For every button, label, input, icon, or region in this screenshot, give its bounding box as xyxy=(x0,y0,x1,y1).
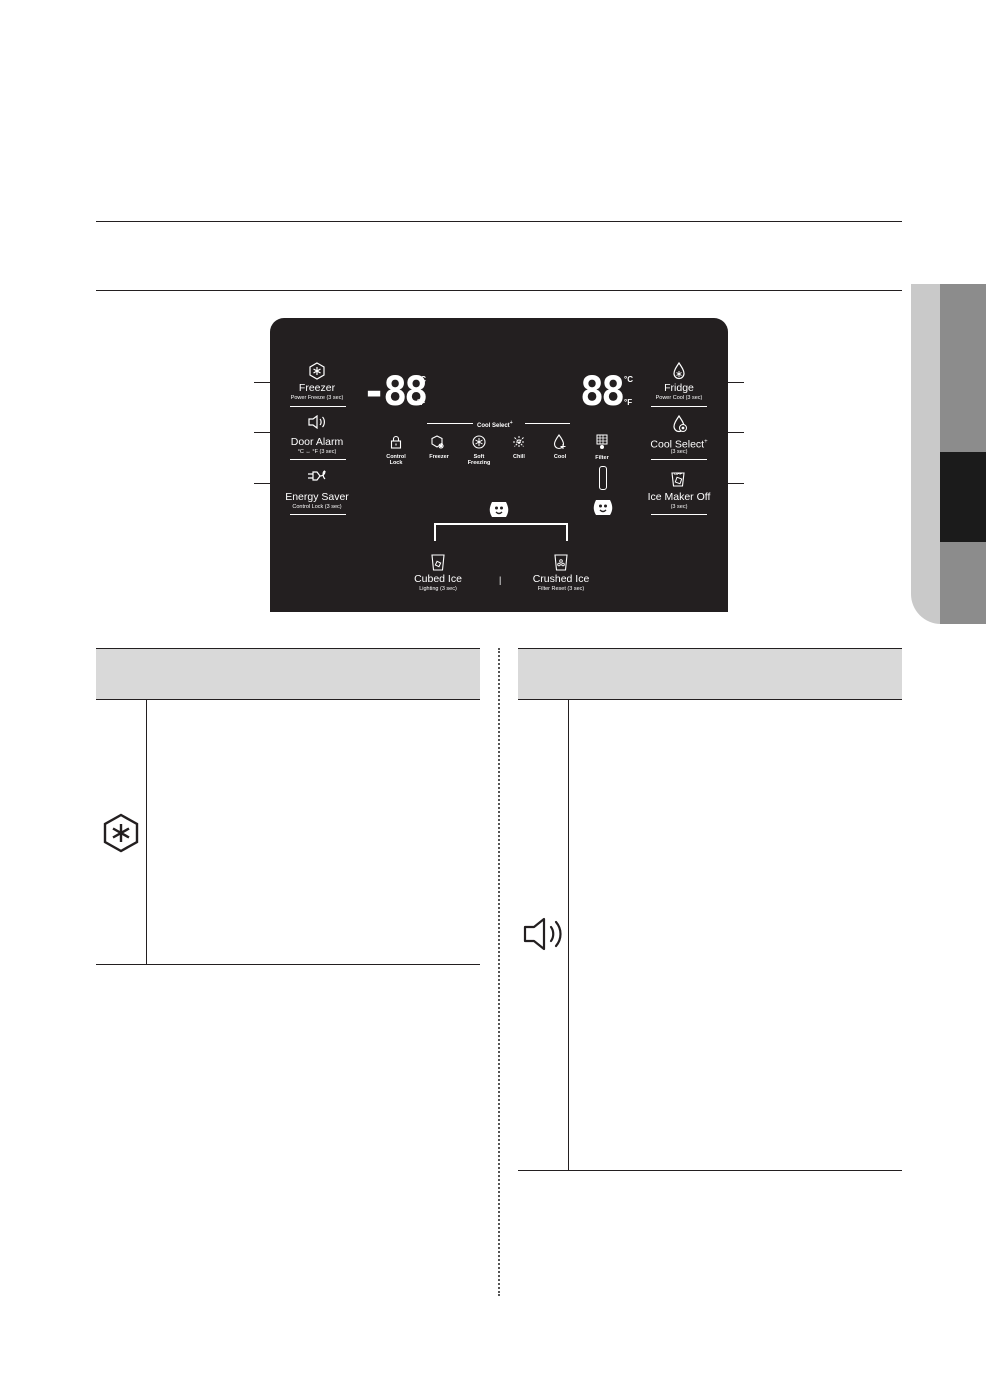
top-rule xyxy=(96,221,902,222)
freezer-label: Freezer xyxy=(298,382,336,394)
column-divider xyxy=(498,648,500,1296)
cool-select-label-plus: + xyxy=(704,439,708,445)
freezer-sublabel: Power Freeze (3 sec) xyxy=(290,395,344,401)
left-table-header xyxy=(96,648,480,700)
lock-icon xyxy=(390,435,402,449)
dispenser-bracket xyxy=(434,523,568,541)
left-table-bottom xyxy=(96,964,480,965)
ice-maker-off-icon xyxy=(671,472,685,487)
energy-saver-label: Energy Saver xyxy=(285,491,349,503)
door-alarm-underline xyxy=(290,459,346,460)
side-tab-2-active[interactable] xyxy=(940,452,986,542)
freezer-mode-icon xyxy=(431,435,444,449)
speaker-icon xyxy=(308,415,325,429)
control-panel: Freezer Power Freeze (3 sec) Door Alarm … xyxy=(270,318,728,612)
filter-status-bar xyxy=(599,466,607,490)
filter-icon xyxy=(596,434,608,449)
door-alarm-label: Door Alarm xyxy=(290,436,344,448)
droplet-icon xyxy=(673,362,685,380)
fridge-temp-display: 88 xyxy=(580,369,625,415)
cool-select-label: Cool Select+ xyxy=(634,437,724,451)
freezer-temp-display: -88 xyxy=(362,369,428,415)
energy-saver-underline xyxy=(290,514,346,515)
freezer-unit-c: °C xyxy=(417,375,426,384)
door-alarm-sublabel: °C ↔ °F (3 sec) xyxy=(297,449,337,455)
indicator-control-lock-label-2: Lock xyxy=(389,460,403,466)
cool-select-rule-right xyxy=(525,423,570,424)
fridge-label: Fridge xyxy=(664,382,694,394)
freezer-unit-f: °F xyxy=(417,398,426,407)
right-table-divider xyxy=(568,699,569,1170)
cool-select-header-plus: + xyxy=(509,420,513,426)
crushed-ice-sublabel: Filter Reset (3 sec) xyxy=(537,586,585,592)
section-rule xyxy=(96,290,902,291)
freezer-hexagon-icon xyxy=(309,362,325,380)
ice-face-icon-right xyxy=(593,500,613,515)
cubed-ice-label: Cubed Ice xyxy=(414,573,462,585)
energy-saver-sublabel: Control Lock (3 sec) xyxy=(292,504,342,510)
cubed-ice-icon xyxy=(431,554,445,571)
chill-icon xyxy=(513,436,525,448)
side-tab-1[interactable] xyxy=(940,284,986,452)
ice-maker-off-sublabel: (3 sec) xyxy=(670,504,688,510)
ice-maker-off-badge: OFF xyxy=(674,471,682,476)
left-table-divider xyxy=(146,699,147,964)
indicator-freezer-label: Freezer xyxy=(429,454,449,460)
cool-select-icon xyxy=(673,415,687,433)
fridge-sublabel: Power Cool (3 sec) xyxy=(655,395,703,401)
fridge-unit-f: °F xyxy=(624,398,633,407)
indicator-filter-label: Filter xyxy=(595,455,609,461)
speaker-icon xyxy=(523,917,562,951)
indicator-cool-label: Cool xyxy=(553,454,567,460)
crushed-ice-label: Crushed Ice xyxy=(532,573,590,585)
right-table-bottom xyxy=(518,1170,902,1171)
energy-saver-icon xyxy=(308,470,326,481)
side-tabs xyxy=(911,284,986,624)
cubed-ice-sublabel: Lighting (3 sec) xyxy=(419,586,457,592)
cool-select-sublabel: (3 sec) xyxy=(670,449,688,455)
cool-select-rule-left xyxy=(427,423,473,424)
cool-select-underline xyxy=(651,459,707,460)
freezer-underline xyxy=(290,406,346,407)
freezer-hexagon-icon xyxy=(103,813,139,853)
side-tab-3[interactable] xyxy=(940,542,986,624)
indicator-soft-freezing-label-1: Soft xyxy=(473,454,485,460)
fridge-underline xyxy=(651,406,707,407)
soft-freezing-icon xyxy=(472,435,486,449)
ice-face-icon-center xyxy=(489,502,509,517)
fridge-unit-c: °C xyxy=(624,375,633,384)
indicator-control-lock-label-1: Control xyxy=(386,454,406,460)
crushed-ice-icon xyxy=(554,554,568,571)
right-table-header xyxy=(518,648,902,700)
indicator-soft-freezing-label-2: Freezing xyxy=(467,460,491,466)
cool-select-header-text: Cool Select xyxy=(477,423,510,429)
cool-icon xyxy=(553,434,566,450)
cool-select-label-text: Cool Select xyxy=(650,438,705,451)
indicator-chill-label: Chill xyxy=(513,454,525,460)
dispenser-separator: | xyxy=(499,575,502,585)
ice-maker-off-label: Ice Maker Off xyxy=(647,491,711,503)
ice-maker-off-underline xyxy=(651,514,707,515)
cool-select-header: Cool Select+ xyxy=(477,420,513,429)
